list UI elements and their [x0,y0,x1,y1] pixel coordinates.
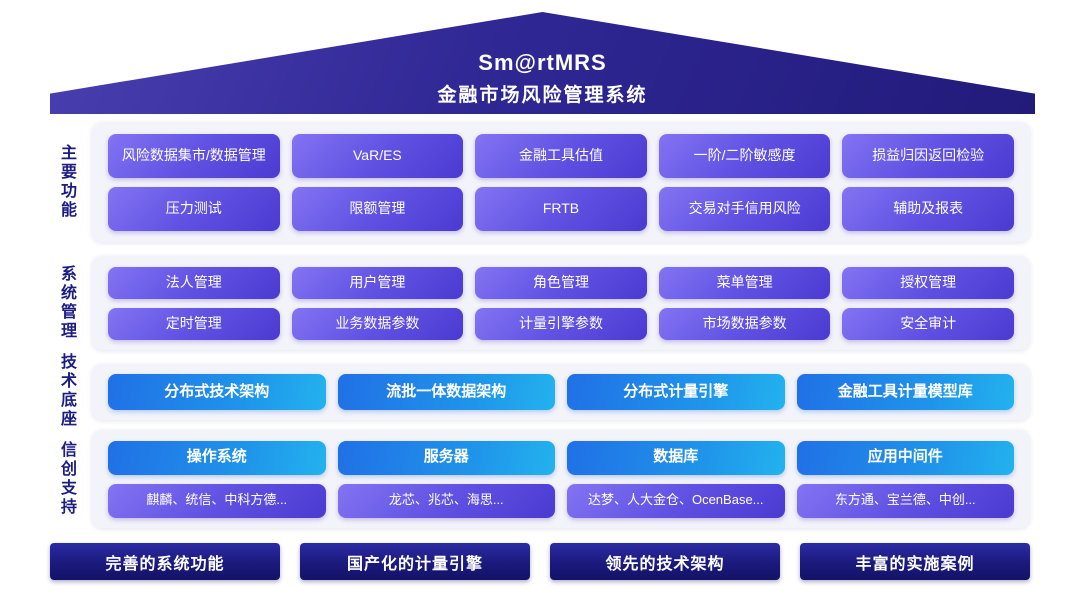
feature-button: 限额管理 [291,186,464,231]
vendor-button: 麒麟、统信、中科方德... [108,483,326,518]
vendor-button: 东方通、宝兰德、中创... [796,483,1014,518]
feature-button: 风险数据集市/数据管理 [108,133,280,178]
vendor-button: 达梦、人大金仓、OcenBase... [567,483,785,518]
feature-button: 辅助及报表 [842,186,1014,231]
admin-button: 安全审计 [842,307,1014,340]
category-button: 服务器 [337,440,555,475]
feature-button: 交易对手信用风险 [658,186,831,231]
admin-button: 业务数据参数 [291,307,464,340]
admin-button: 定时管理 [108,307,280,340]
section-label-xinchuang-support: 信创支持 [58,441,75,517]
system-title: 金融市场风险管理系统 [437,85,648,106]
section-tech-base: 分布式技术架构 流批一体数据架构 分布式计量引擎 金融工具计量模型库 [92,364,1030,420]
category-button: 应用中间件 [796,440,1014,475]
admin-button: 用户管理 [291,266,464,299]
feature-button: 一阶/二阶敏感度 [658,133,831,178]
category-button: 操作系统 [108,440,326,475]
footer-highlight-button: 国产化的计量引擎 [300,543,530,580]
vendor-button: 龙芯、兆芯、海思... [337,483,555,518]
tech-button: 分布式计量引擎 [567,374,785,410]
feature-button: 金融工具估值 [475,133,647,178]
system-name: Sm@rtMRS [478,50,607,75]
admin-button: 角色管理 [475,266,647,299]
feature-button: FRTB [475,186,647,231]
footer-highlight-button: 领先的技术架构 [550,543,780,580]
footer-highlights: 完善的系统功能 国产化的计量引擎 领先的技术架构 丰富的实施案例 [50,543,1030,580]
section-label-tech-base: 技术底座 [58,353,75,429]
footer-highlight-button: 丰富的实施案例 [800,543,1030,580]
admin-button: 市场数据参数 [658,307,831,340]
section-system-management: 法人管理 用户管理 角色管理 菜单管理 授权管理 定时管理 业务数据参数 计量引… [92,256,1030,350]
section-label-system-management: 系统管理 [58,265,75,341]
section-xinchuang-support: 操作系统 服务器 数据库 应用中间件 麒麟、统信、中科方德... 龙芯、兆芯、海… [92,430,1030,528]
feature-button: 压力测试 [108,186,280,231]
roof-banner: Sm@rtMRS 金融市场风险管理系统 [50,12,1035,114]
admin-button: 法人管理 [108,266,280,299]
tech-button: 分布式技术架构 [108,374,326,410]
admin-button: 菜单管理 [658,266,831,299]
section-label-main-functions: 主要功能 [58,144,75,220]
feature-button: 损益归因返回检验 [842,133,1014,178]
tech-button: 流批一体数据架构 [337,374,555,410]
admin-button: 计量引擎参数 [475,307,647,340]
category-button: 数据库 [567,440,785,475]
admin-button: 授权管理 [842,266,1014,299]
tech-button: 金融工具计量模型库 [796,374,1014,410]
section-main-functions: 风险数据集市/数据管理 VaR/ES 金融工具估值 一阶/二阶敏感度 损益归因返… [92,122,1030,242]
footer-highlight-button: 完善的系统功能 [50,543,280,580]
feature-button: VaR/ES [291,133,464,178]
